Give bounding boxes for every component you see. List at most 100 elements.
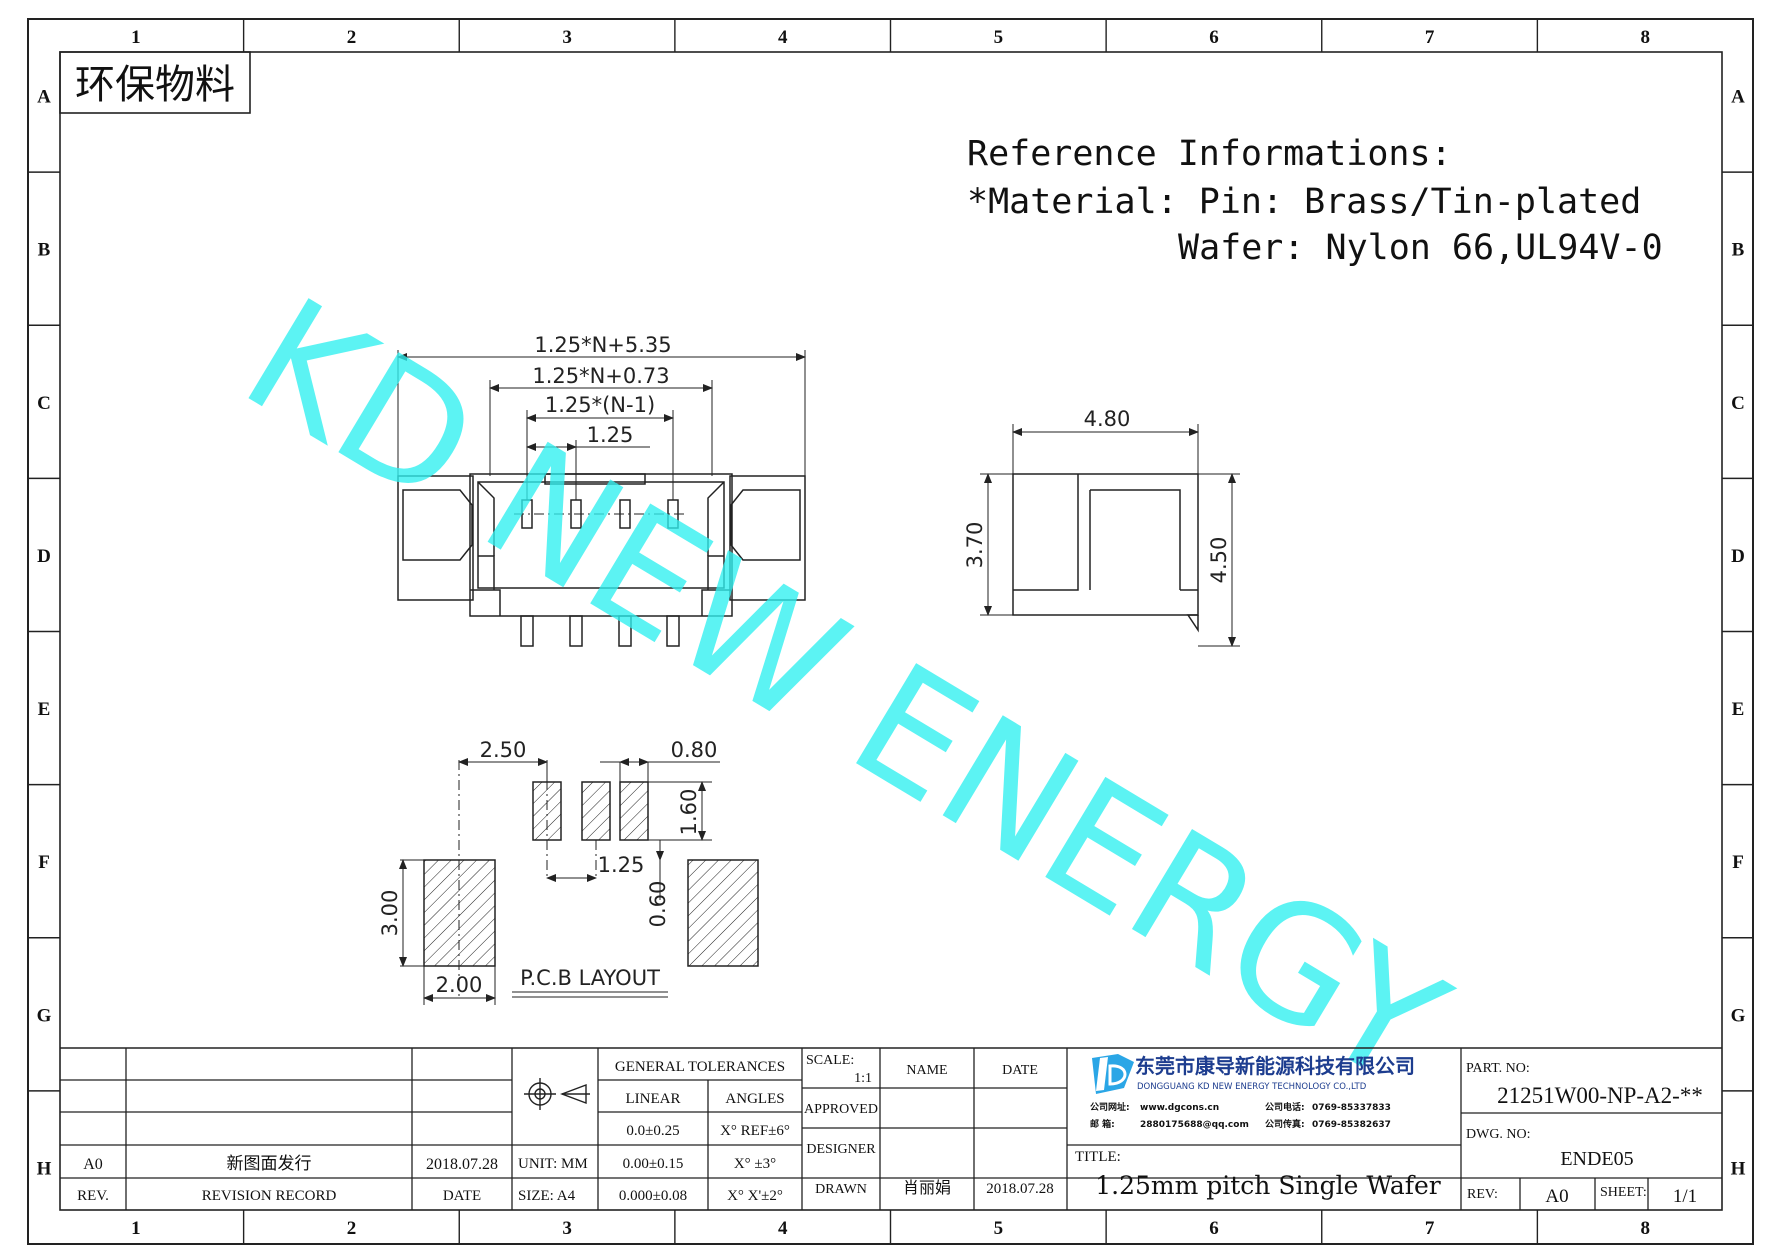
dim-pcb-mount-length: 3.00 [378, 890, 402, 937]
drawing-title: 1.25mm pitch Single Wafer [1095, 1171, 1441, 1200]
side-view-dimensions: 4.80 3.70 4.50 [963, 407, 1231, 583]
name-header: NAME [906, 1063, 947, 1078]
dim-pin-pitch: 1.25 [587, 423, 634, 447]
revision-date: 2018.07.28 [426, 1156, 498, 1173]
reference-info: Reference Informations: *Material: Pin: … [967, 134, 1663, 268]
dim-pcb-pad-width: 0.80 [671, 738, 718, 762]
tolerances-angles-header: ANGLES [725, 1091, 784, 1107]
dim-side-height: 3.70 [963, 522, 987, 569]
front-view [397, 350, 806, 647]
contact-web-label: 公司网址: [1090, 1101, 1130, 1113]
contact-fax: 0769-85382637 [1312, 1120, 1391, 1130]
column-label-top: 6 [1209, 27, 1219, 48]
row-label-left: C [37, 393, 51, 414]
pcb-layout [399, 758, 759, 1005]
row-label-right: E [1732, 699, 1745, 720]
sheet-label: SHEET: [1600, 1185, 1647, 1200]
column-label-top: 2 [347, 27, 357, 48]
part-no: 21251W00-NP-A2-** [1497, 1083, 1703, 1108]
sheet-value: 1/1 [1673, 1186, 1697, 1207]
reference-material-pin: *Material: Pin: Brass/Tin-plated [967, 182, 1641, 222]
dim-side-width: 4.80 [1084, 407, 1131, 431]
size-label: SIZE: A4 [518, 1188, 576, 1204]
approved-label: APPROVED [804, 1102, 878, 1117]
pcb-layout-dimensions: 2.50 0.80 1.60 1.25 0.60 3.00 2.00 P.C.B… [378, 738, 717, 997]
rev-label: REV: [1467, 1187, 1498, 1202]
column-label-bottom: 2 [347, 1218, 357, 1239]
tolerance-linear-2: 0.00±0.15 [623, 1156, 684, 1172]
part-no-label: PART. NO: [1466, 1061, 1530, 1076]
column-label-bottom: 1 [131, 1218, 141, 1239]
row-label-left: F [38, 852, 50, 873]
column-label-top: 5 [994, 27, 1004, 48]
watermark: KD NEW ENERGY [215, 262, 1474, 1121]
revision-header-rev: REV. [77, 1188, 109, 1204]
rev-value: A0 [1545, 1186, 1568, 1207]
tolerance-angle-1: X° REF±6° [720, 1123, 790, 1139]
dim-pcb-mount-width: 2.00 [436, 973, 483, 997]
contact-phone-label: 公司电话: [1265, 1101, 1305, 1113]
tolerances-linear-header: LINEAR [626, 1091, 681, 1107]
contact-mail: 2880175688@qq.com [1140, 1120, 1249, 1130]
scale-value: 1:1 [854, 1071, 872, 1086]
revision-rev: A0 [83, 1156, 103, 1173]
row-label-right: B [1732, 240, 1745, 261]
dim-pin-span: 1.25*(N-1) [545, 393, 655, 417]
revision-header-record: REVISION RECORD [202, 1188, 337, 1204]
designer-label: DESIGNER [806, 1142, 876, 1157]
tolerance-linear-3: 0.000±0.08 [619, 1188, 687, 1204]
dim-pcb-gap: 0.60 [646, 881, 670, 928]
row-label-left: H [37, 1158, 52, 1179]
column-label-bottom: 6 [1209, 1218, 1219, 1239]
dim-inner-length: 1.25*N+0.73 [532, 364, 669, 388]
tolerance-angle-3: X° X'±2° [727, 1188, 783, 1204]
reference-material-wafer: Wafer: Nylon 66,UL94V-0 [1178, 228, 1663, 268]
row-label-right: C [1731, 393, 1745, 414]
company-name-en: DONGGUANG KD NEW ENERGY TECHNOLOGY CO.,L… [1137, 1082, 1367, 1092]
dwg-no: ENDE05 [1560, 1148, 1633, 1170]
tolerance-angle-2: X° ±3° [734, 1156, 776, 1172]
revision-header-date: DATE [443, 1188, 481, 1204]
column-label-bottom: 4 [778, 1218, 788, 1239]
column-label-top: 7 [1425, 27, 1435, 48]
title-block [60, 1047, 1722, 1210]
eco-label-text: 环保物料 [75, 62, 235, 108]
reference-title: Reference Informations: [967, 134, 1452, 174]
title-block-text: A0 新图面发行 2018.07.28 REV. REVISION RECORD… [77, 1053, 1703, 1207]
dim-side-total-height: 4.50 [1207, 537, 1231, 584]
dim-pcb-pad-length: 1.60 [677, 789, 701, 836]
column-label-top: 1 [131, 27, 141, 48]
row-divisions [28, 171, 1753, 1092]
company-name-cn: 东莞市康导新能源科技有限公司 [1135, 1054, 1415, 1078]
column-divisions [242, 19, 1539, 1244]
drawn-date: 2018.07.28 [986, 1181, 1054, 1197]
dim-pcb-pitch: 1.25 [598, 853, 645, 877]
unit-label: UNIT: MM [518, 1156, 588, 1172]
projection-symbol-icon [524, 1078, 590, 1110]
column-label-bottom: 5 [994, 1218, 1004, 1239]
date-header: DATE [1002, 1063, 1038, 1078]
dim-pcb-offset: 2.50 [480, 738, 527, 762]
drawn-label: DRAWN [815, 1182, 867, 1197]
contact-mail-label: 邮 箱: [1090, 1118, 1115, 1130]
row-label-right: A [1731, 87, 1745, 108]
pcb-layout-label: P.C.B LAYOUT [520, 966, 660, 990]
column-label-bottom: 3 [562, 1218, 572, 1239]
column-label-top: 4 [778, 27, 788, 48]
row-label-left: B [38, 240, 51, 261]
row-label-left: D [37, 546, 51, 567]
eco-material-label: 环保物料 [59, 51, 251, 114]
front-view-dimensions: 1.25*N+5.35 1.25*N+0.73 1.25*(N-1) 1.25 [532, 333, 671, 447]
row-label-right: G [1731, 1005, 1746, 1026]
dim-total-length: 1.25*N+5.35 [534, 333, 671, 357]
tolerance-linear-1: 0.0±0.25 [626, 1123, 679, 1139]
row-label-left: E [38, 699, 51, 720]
title-label: TITLE: [1075, 1149, 1121, 1165]
column-label-bottom: 8 [1640, 1218, 1650, 1239]
drawn-name: 肖丽娟 [903, 1179, 951, 1197]
